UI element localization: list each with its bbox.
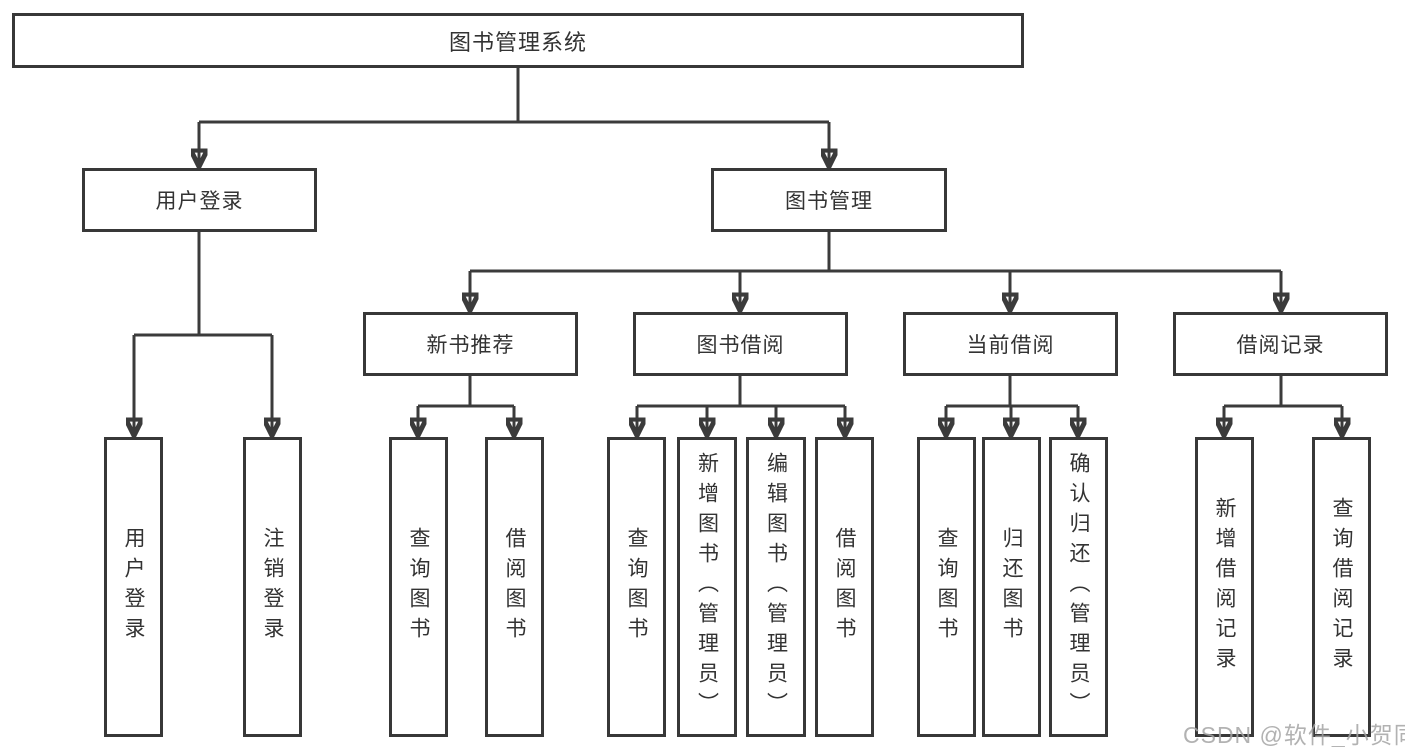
connector-user-login-to-leaves <box>134 232 272 434</box>
node-leaf-query-books-recommend: 查询图书 <box>389 437 448 737</box>
connector-borrowing-records-to-leaves <box>1224 376 1342 434</box>
node-leaf-add-books-admin: 新增图书（管理员） <box>677 437 737 737</box>
node-leaf-borrow-books-recommend: 借阅图书 <box>485 437 544 737</box>
node-leaf-user-login: 用户登录 <box>104 437 163 737</box>
node-borrowing-records: 借阅记录 <box>1173 312 1388 376</box>
node-leaf-logout: 注销登录 <box>243 437 302 737</box>
connector-new-book-recommendation-to-leaves <box>418 376 514 434</box>
node-leaf-add-borrow-record: 新增借阅记录 <box>1195 437 1254 737</box>
node-leaf-confirm-return-admin: 确认归还（管理员） <box>1049 437 1108 737</box>
node-leaf-query-borrow-record: 查询借阅记录 <box>1312 437 1371 737</box>
node-leaf-return-books: 归还图书 <box>982 437 1041 737</box>
connector-root-to-level2 <box>199 68 829 165</box>
connector-book-borrowing-to-leaves <box>637 376 845 434</box>
node-leaf-query-books-current: 查询图书 <box>917 437 976 737</box>
connector-book-management-to-level3 <box>470 232 1281 309</box>
node-current-borrowing: 当前借阅 <box>903 312 1118 376</box>
node-book-borrowing: 图书借阅 <box>633 312 848 376</box>
node-leaf-borrow-books-borrowing: 借阅图书 <box>815 437 874 737</box>
connector-current-borrowing-to-leaves <box>946 376 1078 434</box>
node-leaf-query-books-borrowing: 查询图书 <box>607 437 666 737</box>
node-new-book-recommendation: 新书推荐 <box>363 312 578 376</box>
node-leaf-edit-books-admin: 编辑图书（管理员） <box>746 437 806 737</box>
csdn-watermark: CSDN @软件_小贺同学 <box>1183 722 1405 747</box>
node-user-login: 用户登录 <box>82 168 317 232</box>
node-library-management-system: 图书管理系统 <box>12 13 1024 68</box>
node-book-management: 图书管理 <box>711 168 947 232</box>
